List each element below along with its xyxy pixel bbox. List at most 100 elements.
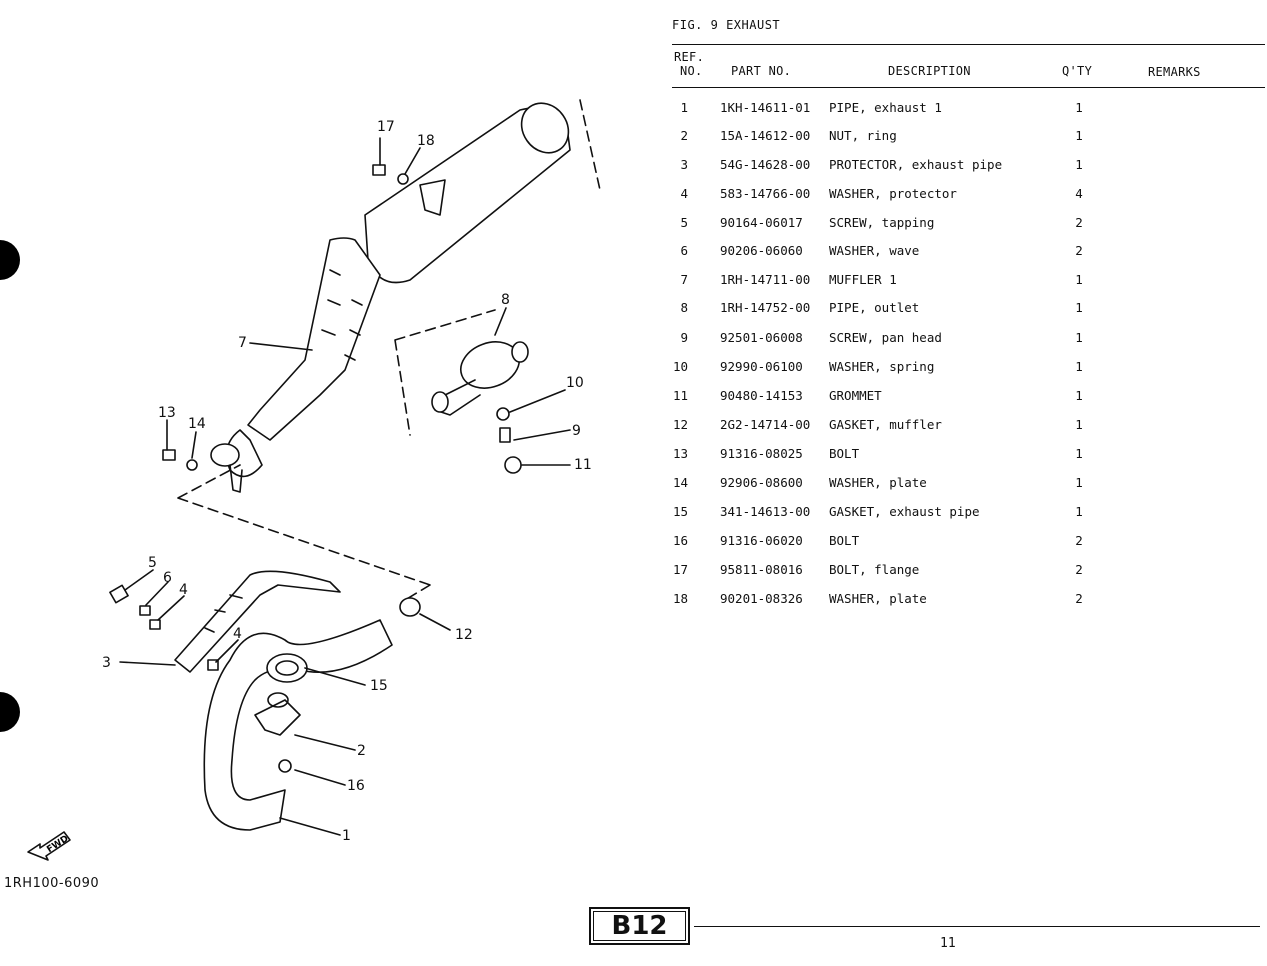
ref-number: 10 xyxy=(672,359,688,374)
catalog-code: 1RH100-6090 xyxy=(4,876,100,891)
description: BOLT xyxy=(829,446,860,461)
quantity: 1 xyxy=(1075,475,1083,490)
description: NUT, ring xyxy=(829,128,897,143)
header-bottom-rule xyxy=(672,87,1265,88)
quantity: 2 xyxy=(1075,243,1083,258)
callout-6: 6 xyxy=(163,570,172,586)
ref-number: 16 xyxy=(672,533,688,548)
part-number: 54G-14628-00 xyxy=(720,157,811,172)
callout-4-second: 4 xyxy=(233,626,242,642)
part-number: 15A-14612-00 xyxy=(720,128,811,143)
header-description: DESCRIPTION xyxy=(888,64,971,78)
ref-number: 18 xyxy=(672,591,688,606)
callout-8: 8 xyxy=(501,292,510,308)
part-number: 2G2-14714-00 xyxy=(720,417,811,432)
callout-5: 5 xyxy=(148,555,157,571)
ref-number: 8 xyxy=(680,300,688,315)
exhaust-exploded-diagram: 17 18 8 7 10 9 11 13 14 5 6 4 4 12 3 15 … xyxy=(102,99,601,844)
ref-number: 4 xyxy=(680,186,688,201)
muffler-drawing xyxy=(210,102,571,493)
table-row: 10 92990-06100 WASHER, spring 1 xyxy=(672,359,1262,379)
quantity: 1 xyxy=(1075,388,1083,403)
description: BOLT, flange xyxy=(829,562,920,577)
quantity: 4 xyxy=(1075,186,1083,201)
quantity: 1 xyxy=(1075,504,1083,519)
part-number: 92990-06100 xyxy=(720,359,803,374)
ref-number: 1 xyxy=(680,100,688,115)
part-number: 1RH-14711-00 xyxy=(720,272,811,287)
description: WASHER, plate xyxy=(829,591,927,606)
page-code: B12 xyxy=(589,907,690,945)
description: MUFFLER 1 xyxy=(829,272,897,287)
exhaust-pipe-drawing xyxy=(203,619,393,831)
quantity: 1 xyxy=(1075,446,1083,461)
ref-number: 15 xyxy=(672,504,688,519)
part-number: 1RH-14752-00 xyxy=(720,300,811,315)
quantity: 2 xyxy=(1075,533,1083,548)
callout-9: 9 xyxy=(572,423,581,439)
description: WASHER, spring xyxy=(829,359,935,374)
callout-10: 10 xyxy=(566,375,584,391)
ref-number: 17 xyxy=(672,562,688,577)
quantity: 1 xyxy=(1075,300,1083,315)
header-qty: Q'TY xyxy=(1062,64,1093,78)
header-part-no: PART NO. xyxy=(731,64,792,78)
footer-rule xyxy=(694,926,1260,927)
table-row: 15 341-14613-00 GASKET, exhaust pipe 1 xyxy=(672,504,1262,524)
callout-2: 2 xyxy=(357,743,366,759)
ref-number: 7 xyxy=(680,272,688,287)
quantity: 1 xyxy=(1075,417,1083,432)
callout-18: 18 xyxy=(417,133,435,149)
part-number: 1KH-14611-01 xyxy=(720,100,811,115)
callout-3: 3 xyxy=(102,655,111,671)
description: GASKET, exhaust pipe xyxy=(829,504,980,519)
callout-4: 4 xyxy=(179,582,188,598)
description: WASHER, plate xyxy=(829,475,927,490)
quantity: 2 xyxy=(1075,591,1083,606)
forward-arrow-icon: FWD xyxy=(24,822,76,866)
ref-number: 13 xyxy=(672,446,688,461)
outlet-pipe-drawing xyxy=(431,341,529,416)
part-number: 583-14766-00 xyxy=(720,186,811,201)
description: SCREW, tapping xyxy=(829,215,935,230)
header-remarks: REMARKS xyxy=(1148,65,1201,79)
quantity: 1 xyxy=(1075,157,1083,172)
header-ref-line1: REF. xyxy=(674,50,705,64)
quantity: 2 xyxy=(1075,562,1083,577)
ref-number: 3 xyxy=(680,157,688,172)
part-number: 90480-14153 xyxy=(720,388,803,403)
table-row: 2 15A-14612-00 NUT, ring 1 xyxy=(672,128,1262,148)
callout-13: 13 xyxy=(158,405,176,421)
quantity: 1 xyxy=(1075,272,1083,287)
description: PIPE, exhaust 1 xyxy=(829,100,942,115)
callout-14: 14 xyxy=(188,416,206,432)
table-row: 1 1KH-14611-01 PIPE, exhaust 1 1 xyxy=(672,100,1262,120)
figure-title: FIG. 9 EXHAUST xyxy=(672,18,781,32)
part-number: 91316-06020 xyxy=(720,533,803,548)
description: WASHER, wave xyxy=(829,243,920,258)
callout-16: 16 xyxy=(347,778,365,794)
callout-12: 12 xyxy=(455,627,473,643)
ref-number: 2 xyxy=(680,128,688,143)
quantity: 1 xyxy=(1075,100,1083,115)
ref-number: 12 xyxy=(672,417,688,432)
protector-drawing xyxy=(174,570,341,673)
description: GROMMET xyxy=(829,388,882,403)
part-number: 90206-06060 xyxy=(720,243,803,258)
ref-number: 14 xyxy=(672,475,688,490)
callout-15: 15 xyxy=(370,678,388,694)
ref-number: 9 xyxy=(680,330,688,345)
description: PIPE, outlet xyxy=(829,300,920,315)
quantity: 1 xyxy=(1075,359,1083,374)
callout-1: 1 xyxy=(342,828,351,844)
part-number: 92501-06008 xyxy=(720,330,803,345)
part-number: 341-14613-00 xyxy=(720,504,811,519)
table-row: 7 1RH-14711-00 MUFFLER 1 1 xyxy=(672,272,1262,292)
part-number: 90164-06017 xyxy=(720,215,803,230)
description: BOLT xyxy=(829,533,860,548)
quantity: 1 xyxy=(1075,128,1083,143)
